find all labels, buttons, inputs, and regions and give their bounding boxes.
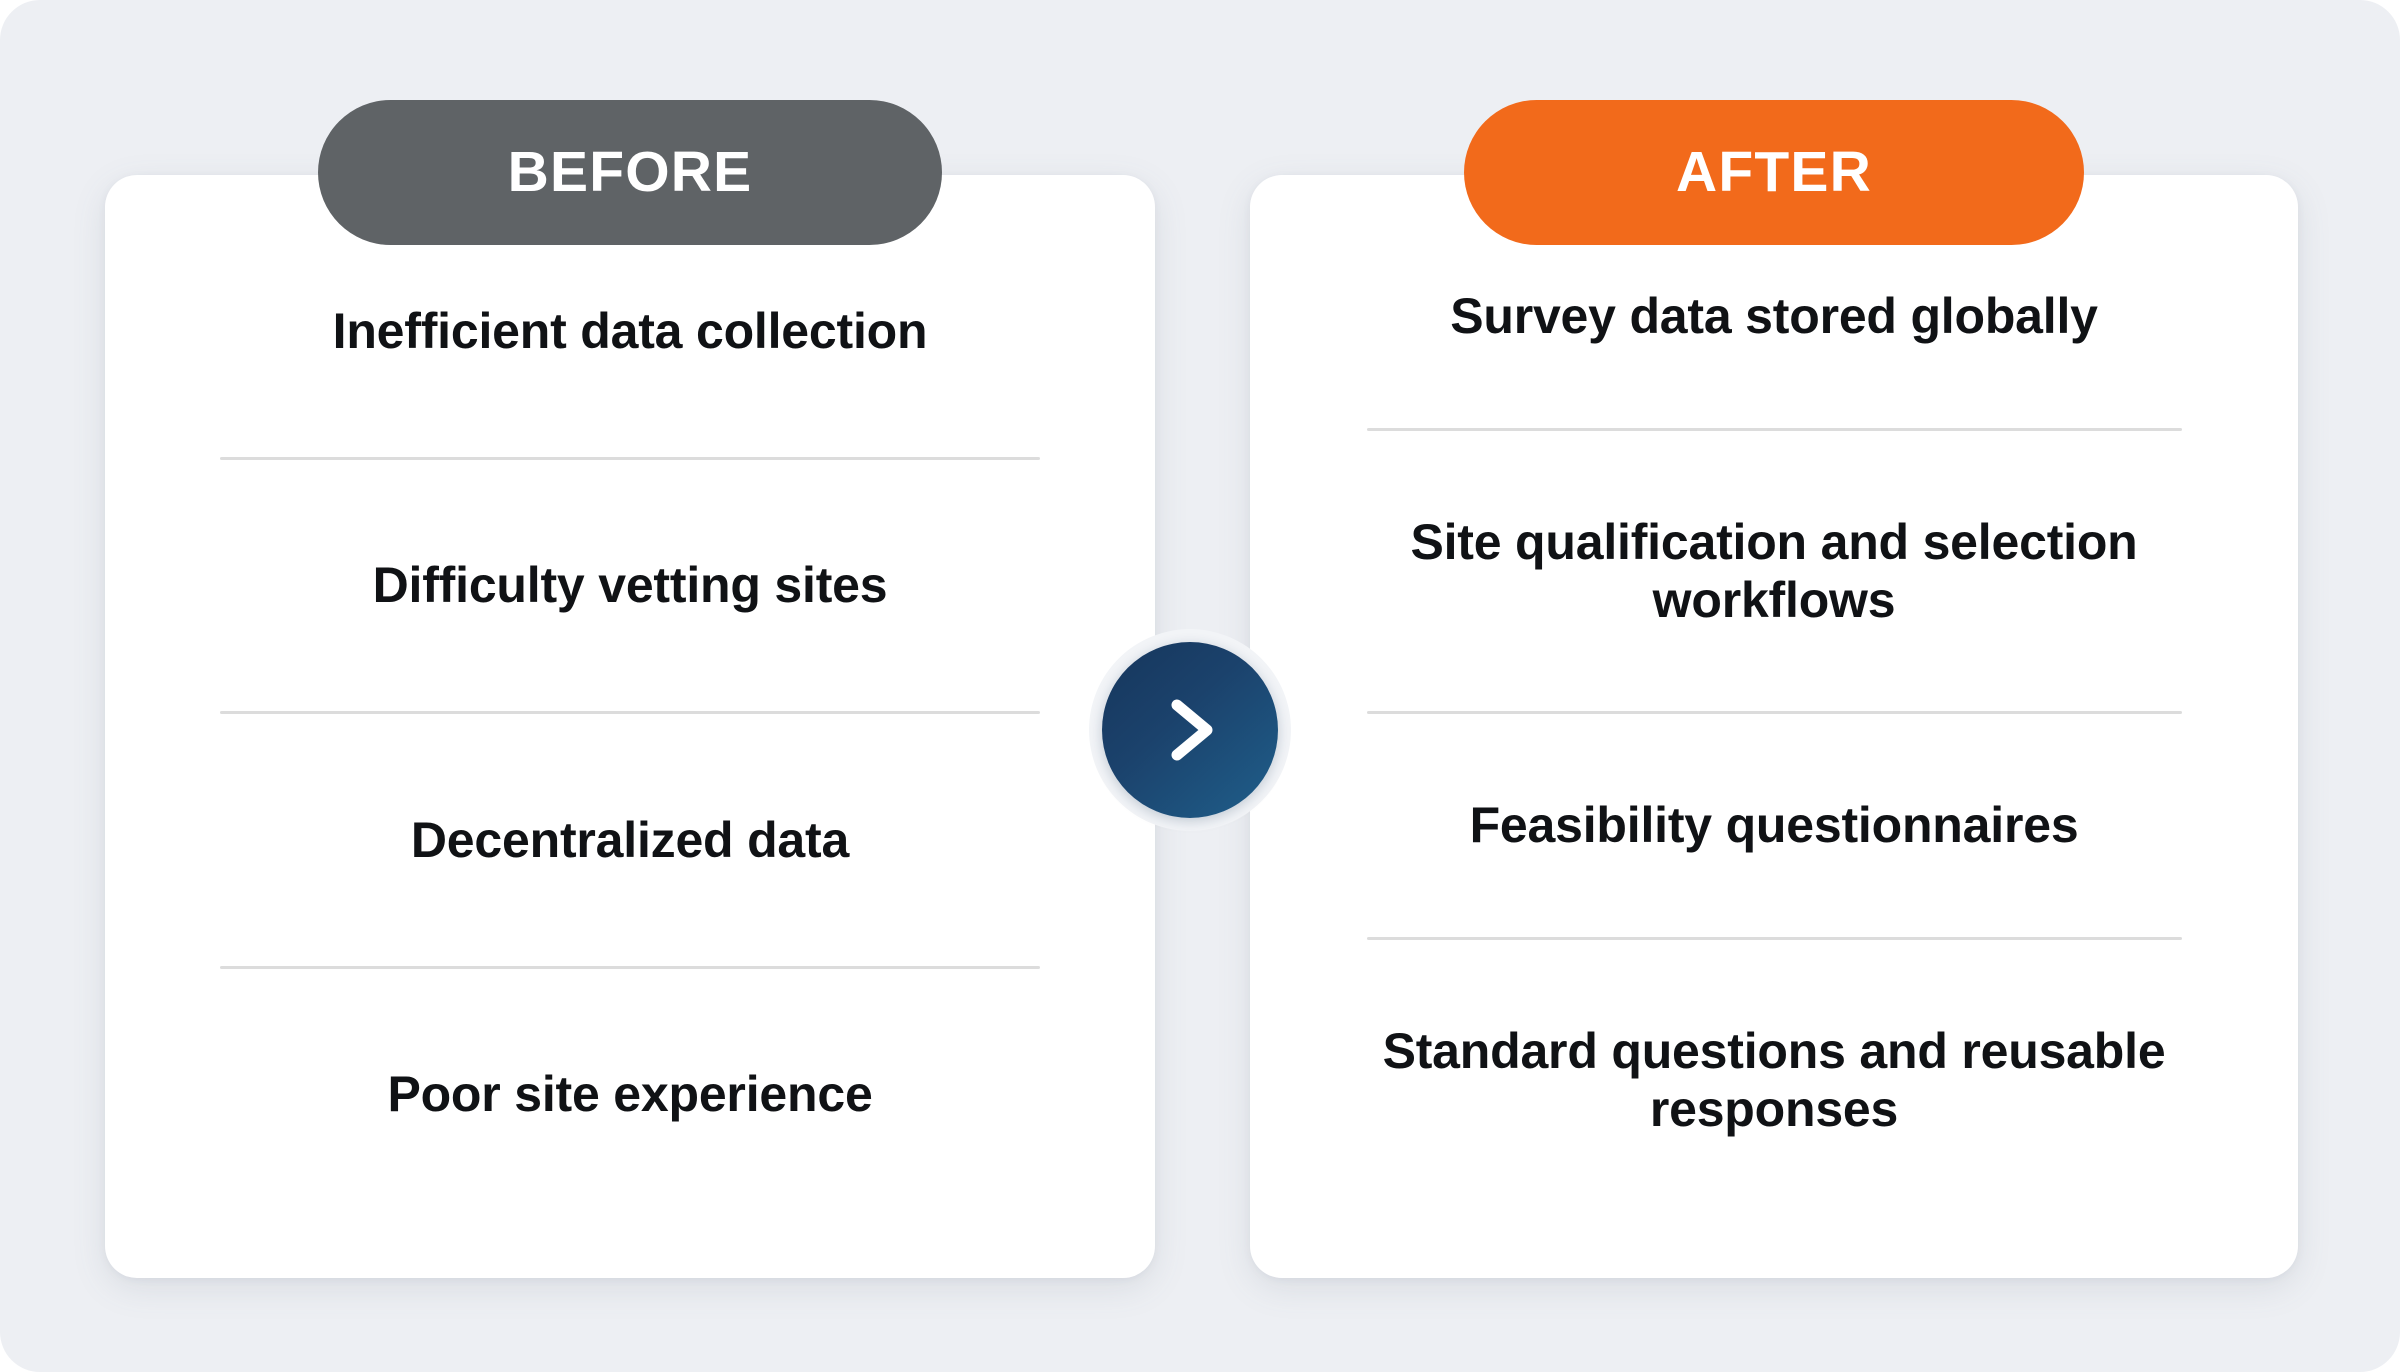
- list-item-label: Feasibility questionnaires: [1469, 797, 2079, 854]
- before-card: Inefficient data collection Difficulty v…: [105, 175, 1155, 1278]
- list-item: Poor site experience: [105, 969, 1155, 1221]
- after-item-list: Survey data stored globally Site qualifi…: [1250, 175, 2298, 1278]
- list-divider: [220, 456, 1040, 460]
- center-badge-ring: [1089, 629, 1291, 831]
- after-card: Survey data stored globally Site qualifi…: [1250, 175, 2298, 1278]
- after-header-pill: AFTER: [1464, 100, 2084, 245]
- list-item: Site qualification and selection workflo…: [1250, 431, 2298, 712]
- chevron-right-icon: [1144, 684, 1236, 776]
- list-item: Feasibility questionnaires: [1250, 714, 2298, 937]
- list-item: Decentralized data: [105, 714, 1155, 966]
- list-divider: [1366, 936, 2182, 940]
- list-item: Survey data stored globally: [1250, 205, 2298, 428]
- list-item: Inefficient data collection: [105, 205, 1155, 457]
- list-item-label: Survey data stored globally: [1450, 288, 2098, 345]
- before-header-pill: BEFORE: [318, 100, 942, 245]
- before-item-list: Inefficient data collection Difficulty v…: [105, 175, 1155, 1278]
- list-item-label: Poor site experience: [387, 1066, 873, 1123]
- list-item-label: Difficulty vetting sites: [372, 557, 888, 614]
- list-item-label: Inefficient data collection: [332, 302, 928, 359]
- after-header-label: AFTER: [1676, 140, 1872, 204]
- list-divider: [1366, 427, 2182, 431]
- list-divider: [1366, 711, 2182, 714]
- center-badge: [1102, 642, 1278, 818]
- list-item: Difficulty vetting sites: [105, 460, 1155, 712]
- list-item: Standard questions and reusable response…: [1250, 940, 2298, 1221]
- list-item-label: Site qualification and selection workflo…: [1410, 513, 2138, 628]
- list-item-label: Standard questions and reusable response…: [1382, 1022, 2166, 1137]
- list-divider: [220, 965, 1040, 969]
- list-item-label: Decentralized data: [410, 811, 850, 868]
- before-header-label: BEFORE: [507, 140, 753, 204]
- list-divider: [220, 711, 1040, 714]
